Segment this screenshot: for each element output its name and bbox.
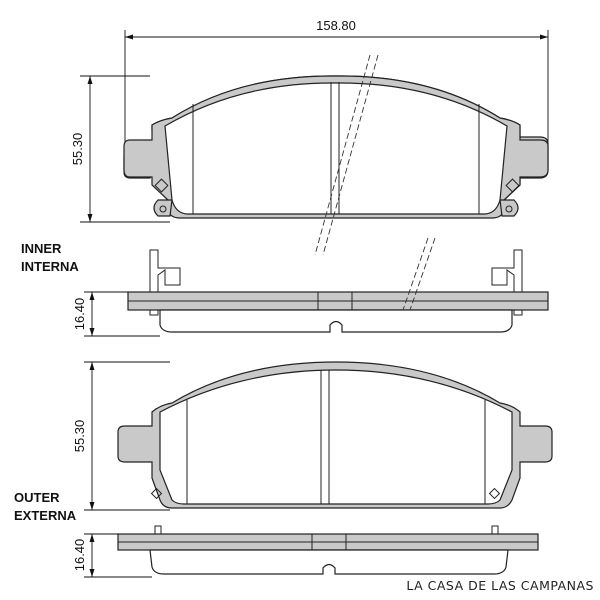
outer-label-spanish: EXTERNA: [14, 508, 77, 523]
inner-thickness-value: 16.40: [72, 298, 87, 331]
outer-thickness-dimension: 16.40: [72, 533, 152, 578]
outer-pad-side-view: [117, 525, 539, 575]
inner-pad-side-view: [127, 237, 549, 333]
outer-pad-front-view: [117, 361, 553, 509]
watermark-text: LA CASA DE LAS CAMPANAS: [406, 578, 594, 593]
inner-height-value: 55.30: [70, 133, 85, 166]
inner-thickness-dimension: 16.40: [72, 291, 160, 337]
width-dimension-value: 158.80: [316, 18, 356, 33]
inner-height-dimension: 55.30: [70, 75, 170, 223]
width-dimension: 158.80: [124, 18, 549, 145]
outer-label: OUTER: [14, 490, 60, 505]
outer-height-dimension: 55.30: [72, 361, 170, 511]
inner-label: INNER: [21, 241, 62, 256]
inner-pad-front-view: [123, 54, 549, 256]
outer-thickness-value: 16.40: [72, 539, 87, 572]
outer-height-value: 55.30: [72, 420, 87, 453]
inner-label-spanish: INTERNA: [21, 259, 79, 274]
